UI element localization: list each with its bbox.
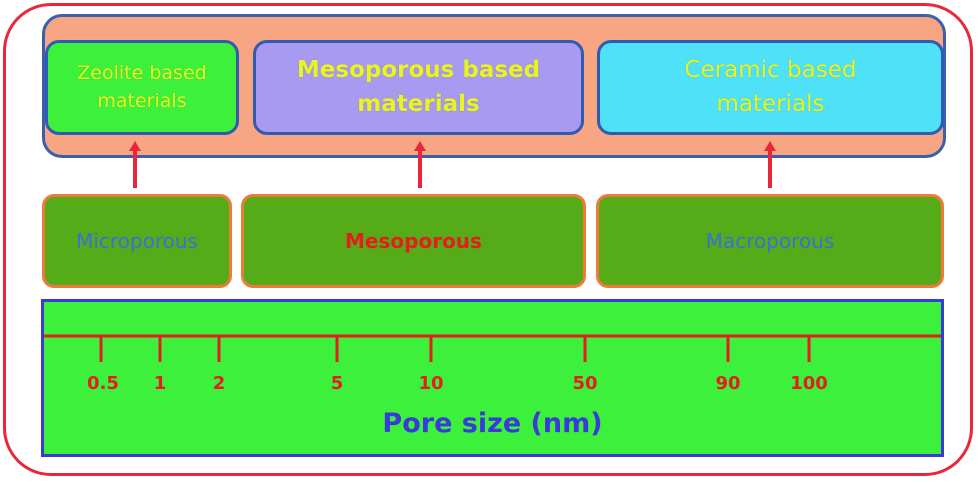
mesoporous-label: Mesoporous	[345, 229, 482, 253]
microporous-label: Microporous	[76, 229, 198, 253]
pore-size-scale: 0.5 1 2 5 10 50 90 100 Pore size (nm)	[41, 299, 944, 457]
ruler-tick-label: 10	[418, 373, 443, 394]
ceramic-materials-box: Ceramic based materials	[597, 40, 944, 135]
ruler-tick-label: 1	[154, 373, 167, 394]
mesoporous-materials-box: Mesoporous based materials	[253, 40, 584, 135]
macroporous-box: Macroporous	[596, 194, 944, 288]
pore-size-axis-title: Pore size (nm)	[382, 408, 603, 439]
zeolite-materials-box: Zeolite based materials	[45, 40, 239, 135]
ceramic-materials-label: Ceramic based materials	[684, 57, 857, 117]
ruler-tick-label: 5	[331, 373, 344, 394]
macroporous-label: Macroporous	[705, 229, 835, 253]
arrow-macro-to-ceramic	[764, 141, 776, 188]
zeolite-materials-label: Zeolite based materials	[77, 61, 207, 112]
mesoporous-box: Mesoporous	[241, 194, 586, 288]
pore-size-ruler: 0.5 1 2 5 10 50 90 100	[44, 334, 941, 394]
arrow-micro-to-zeolite	[129, 141, 141, 188]
mesoporous-materials-label: Mesoporous based materials	[296, 57, 541, 117]
ruler-tick-label: 90	[715, 373, 740, 394]
arrow-meso-to-mesoporous-materials	[414, 141, 426, 188]
microporous-box: Microporous	[42, 194, 232, 288]
ruler-tick-label: 2	[213, 373, 226, 394]
ruler-tick-label: 0.5	[87, 373, 119, 394]
ruler-tick-label: 100	[790, 373, 828, 394]
ruler-tick-label: 50	[572, 373, 597, 394]
